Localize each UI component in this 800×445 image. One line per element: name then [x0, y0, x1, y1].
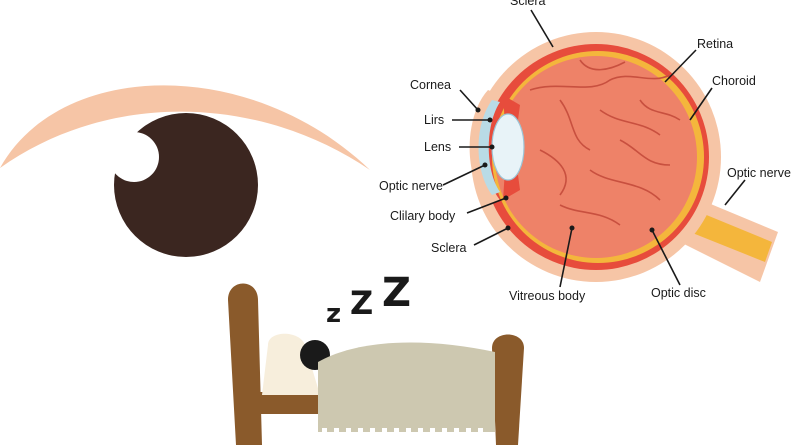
label-optic-disc: Optic disc — [651, 286, 706, 300]
eyebrow-lid — [0, 85, 370, 170]
bed-icon — [228, 283, 524, 445]
label-lens: Lens — [424, 140, 451, 154]
zzz-small: z — [326, 299, 341, 329]
label-vitreous-body: Vitreous body — [509, 289, 586, 303]
pupil-highlight — [109, 132, 159, 182]
lens — [491, 113, 525, 181]
label-sclera-bottom: Sclera — [431, 241, 466, 255]
label-cornea: Cornea — [410, 78, 451, 92]
blood-vessels — [529, 59, 681, 226]
label-optic-nerve-right: Optic nerve — [727, 166, 791, 180]
label-optic-nerve-left: Optic nerve — [379, 179, 443, 193]
label-clilary-body: Clilary body — [390, 209, 456, 223]
label-retina: Retina — [697, 37, 733, 51]
eye-anatomy-diagram — [469, 32, 778, 282]
cornea-blue — [478, 100, 500, 195]
zzz-large: Z — [382, 270, 411, 316]
zzz-medium: Z — [350, 284, 373, 322]
bed-footboard — [492, 334, 524, 445]
blanket — [318, 342, 495, 432]
label-lirs: Lirs — [424, 113, 444, 127]
label-choroid: Choroid — [712, 74, 756, 88]
bed-headboard — [228, 283, 262, 445]
label-sclera-top: Sclera — [510, 0, 545, 8]
blanket-fringe — [322, 428, 483, 433]
cartoon-eye-icon — [0, 85, 370, 257]
sleep-zzz: z Z Z — [326, 270, 411, 329]
diagram-labels: Sclera Retina Choroid Cornea Lirs Lens O… — [379, 0, 791, 303]
